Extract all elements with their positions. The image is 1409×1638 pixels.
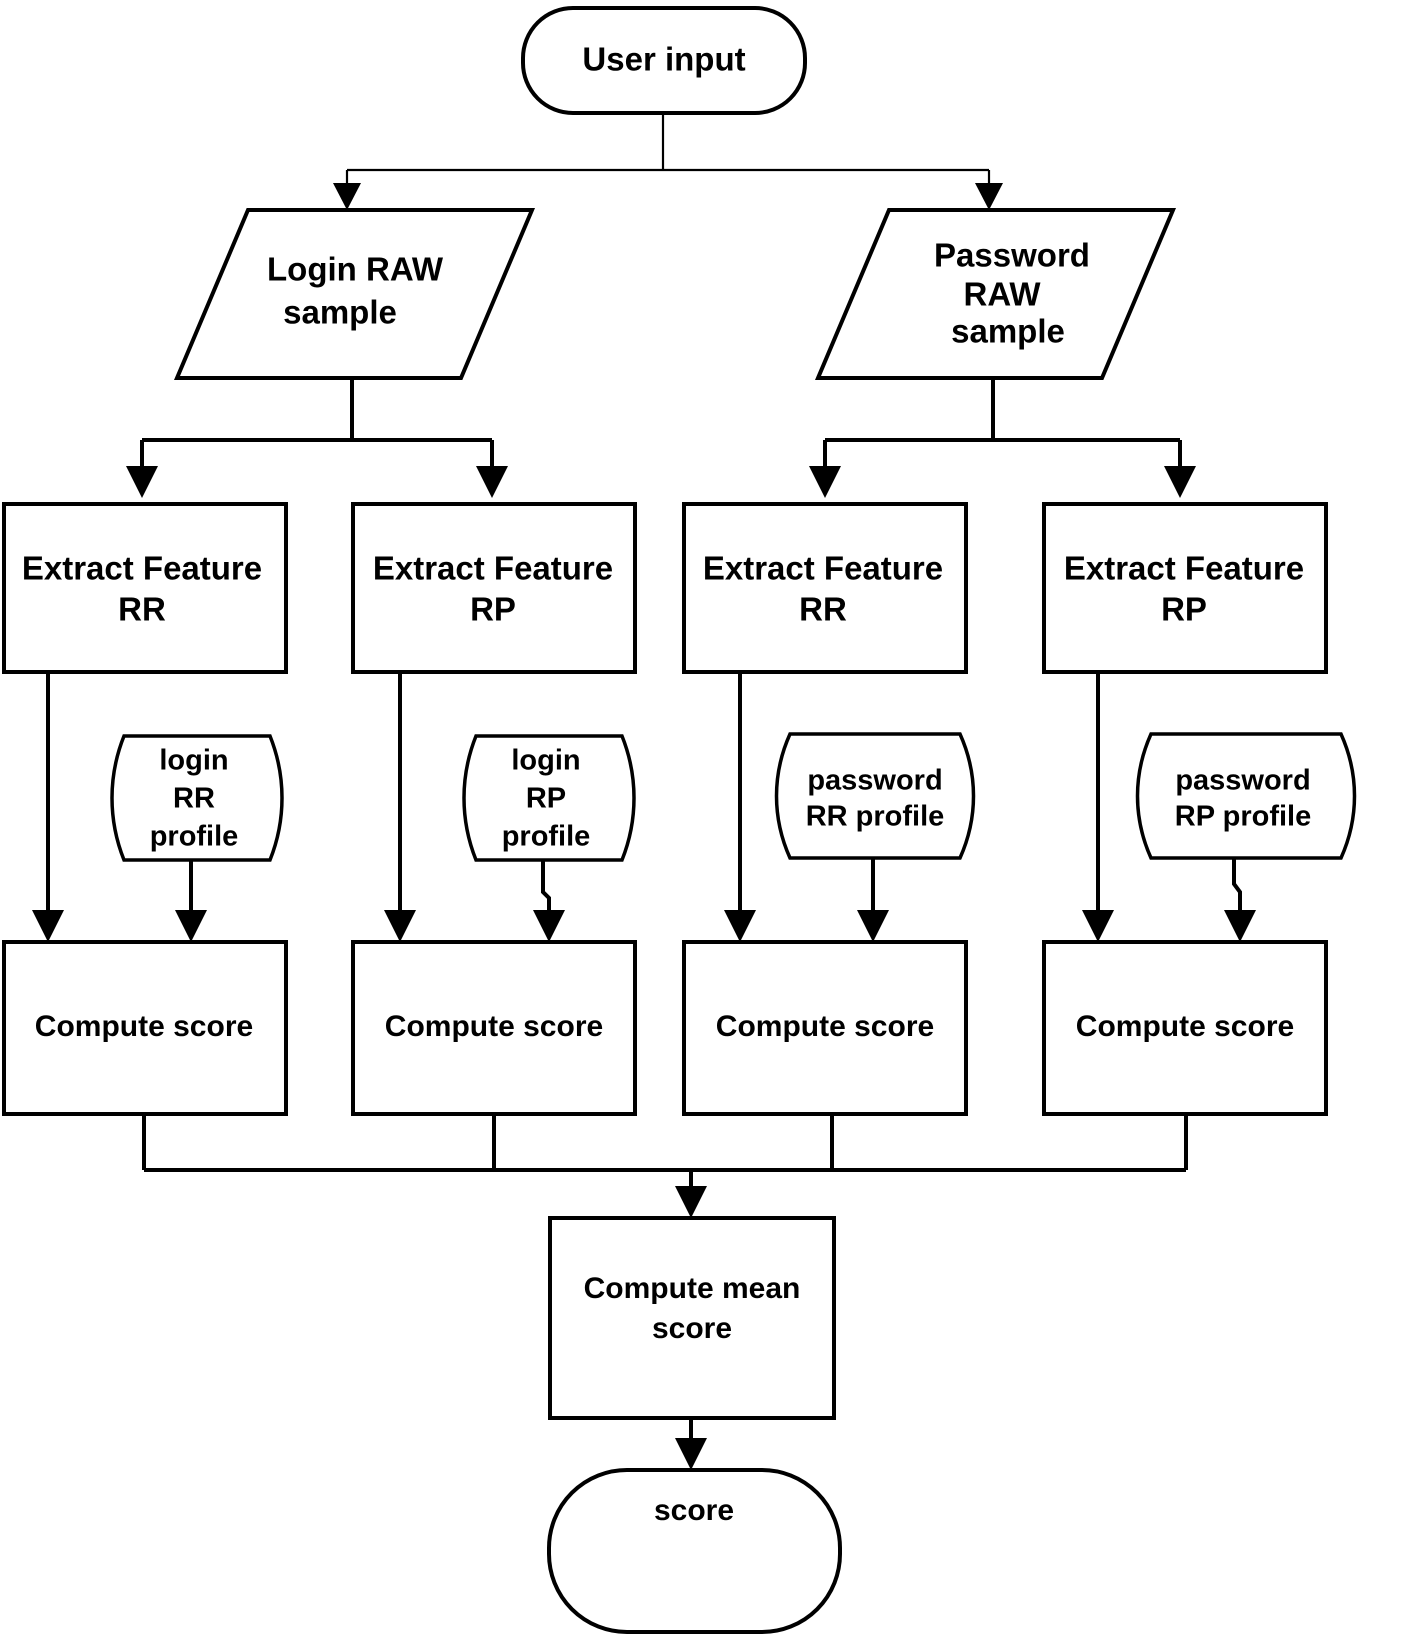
node-login-raw-sample[interactable]: Login RAW sample <box>173 208 536 380</box>
node-login-rr-profile[interactable]: login RR profile <box>110 734 284 862</box>
node-password-rr-profile[interactable]: password RR profile <box>774 732 976 860</box>
edge-login-raw-split <box>126 378 508 498</box>
mean-score-label-line2: score <box>652 1312 732 1345</box>
password-raw-label-line1: Password <box>934 237 1090 274</box>
edge-scores-merge <box>142 1113 1188 1218</box>
edge-extract-to-score-1 <box>32 672 64 942</box>
edge-profile-to-score-1 <box>175 860 207 942</box>
password-raw-label-line2: RAW <box>964 276 1042 313</box>
edge-profile-to-score-3 <box>857 858 889 942</box>
node-extract-feature-4[interactable]: Extract Feature RP <box>1042 502 1328 674</box>
user-input-label: User input <box>582 41 745 78</box>
edge-user-input-split <box>333 113 1003 210</box>
profile-3-label-line2: RR profile <box>806 801 945 833</box>
profile-2-label-line2: RP <box>526 783 566 815</box>
extract-3-label-line2: RR <box>799 591 847 628</box>
extract-4-label-line1: Extract Feature <box>1064 550 1304 587</box>
score-3-label: Compute score <box>716 1010 934 1043</box>
node-compute-mean-score[interactable]: Compute mean score <box>548 1216 836 1420</box>
extract-1-label-line1: Extract Feature <box>22 550 262 587</box>
extract-1-label-line2: RR <box>118 591 166 628</box>
node-compute-score-1[interactable]: Compute score <box>2 940 288 1116</box>
profile-3-label-line1: password <box>807 765 942 797</box>
score-2-label: Compute score <box>385 1010 603 1043</box>
profile-4-label-line1: password <box>1175 765 1310 797</box>
node-compute-score-4[interactable]: Compute score <box>1042 940 1328 1116</box>
extract-3-label-line1: Extract Feature <box>703 550 943 587</box>
edge-extract-to-score-3 <box>724 672 756 942</box>
profile-4-label-line2: RP profile <box>1175 801 1311 833</box>
node-extract-feature-3[interactable]: Extract Feature RR <box>682 502 968 674</box>
login-raw-label-line2: sample <box>283 294 397 331</box>
node-password-rp-profile[interactable]: password RP profile <box>1135 732 1357 860</box>
profile-2-label-line1: login <box>511 745 580 777</box>
edge-profile-to-score-4 <box>1224 858 1256 942</box>
node-extract-feature-2[interactable]: Extract Feature RP <box>351 502 637 674</box>
node-user-input[interactable]: User input <box>521 6 807 115</box>
node-compute-score-2[interactable]: Compute score <box>351 940 637 1116</box>
login-raw-label-line1: Login RAW <box>267 251 444 288</box>
extract-2-label-line1: Extract Feature <box>373 550 613 587</box>
edge-profile-to-score-2 <box>533 860 565 942</box>
mean-score-label-line1: Compute mean <box>584 1272 801 1305</box>
extract-2-label-line2: RP <box>470 591 516 628</box>
node-extract-feature-1[interactable]: Extract Feature RR <box>2 502 288 674</box>
profile-1-label-line1: login <box>159 745 228 777</box>
extract-4-label-line2: RP <box>1161 591 1207 628</box>
edge-mean-to-score <box>675 1418 707 1470</box>
profile-1-label-line2: RR <box>173 783 215 815</box>
edge-extract-to-score-4 <box>1082 672 1114 942</box>
node-login-rp-profile[interactable]: login RP profile <box>462 734 636 862</box>
final-score-label: score <box>654 1494 734 1527</box>
profile-1-label-line3: profile <box>150 821 239 853</box>
edge-password-raw-split <box>809 378 1196 498</box>
edge-extract-to-score-2 <box>384 672 416 942</box>
score-4-label: Compute score <box>1076 1010 1294 1043</box>
node-compute-score-3[interactable]: Compute score <box>682 940 968 1116</box>
node-final-score[interactable]: score <box>547 1468 842 1634</box>
profile-2-label-line3: profile <box>502 821 591 853</box>
score-1-label: Compute score <box>35 1010 253 1043</box>
password-raw-label-line3: sample <box>951 313 1065 350</box>
node-password-raw-sample[interactable]: Password RAW sample <box>814 208 1177 380</box>
